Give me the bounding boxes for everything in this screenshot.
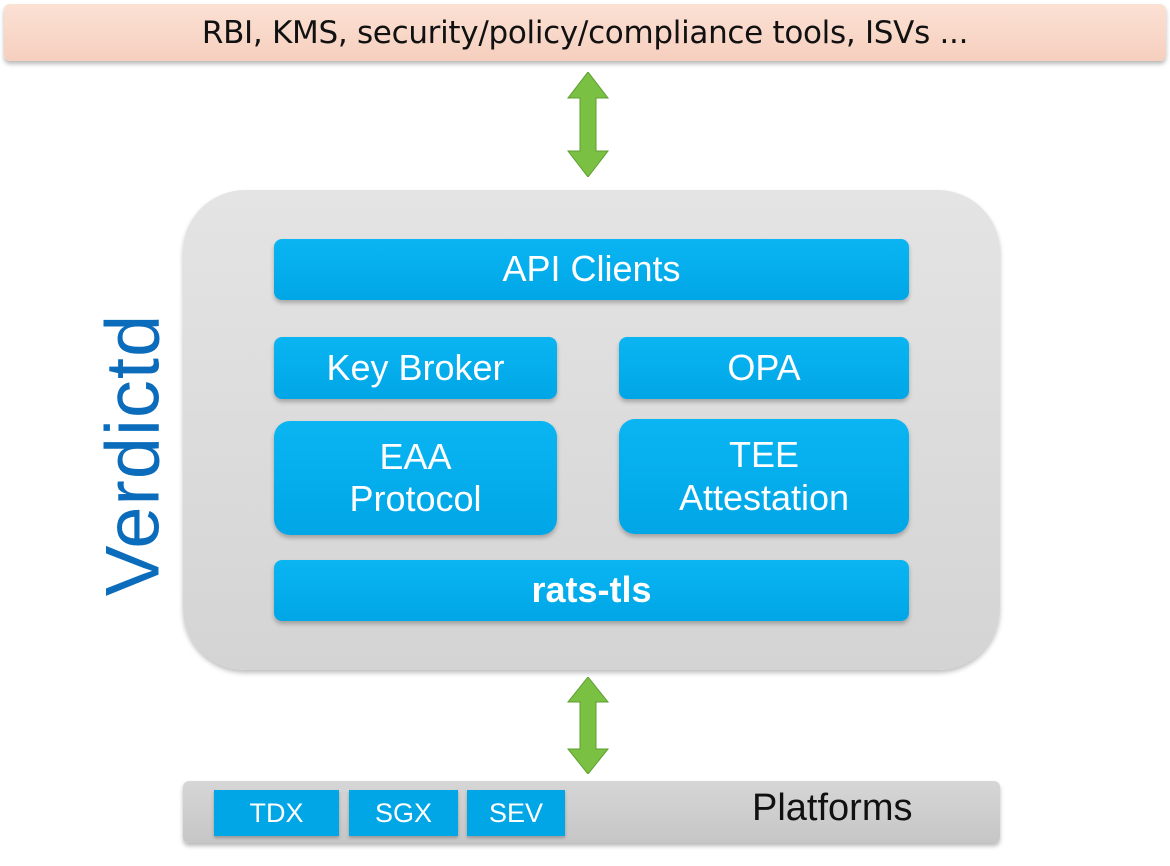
api-clients-box: API Clients [274,239,909,300]
rats-tls-box: rats-tls [274,560,909,621]
tee-attestation-label: TEE Attestation [678,434,850,518]
verdictd-title: Verdictd [90,313,176,597]
platforms-title: Platforms [752,787,913,829]
eaa-protocol-box: EAA Protocol [274,421,557,535]
platform-chip-label: TDX [249,797,304,828]
api-clients-label: API Clients [502,248,681,290]
opa-label: OPA [727,346,801,388]
eaa-protocol-label: EAA Protocol [349,435,482,519]
top-bidirectional-arrow-icon [566,72,610,177]
platform-chip-sgx: SGX [349,790,458,836]
platform-chip-tdx: TDX [214,790,339,836]
opa-box: OPA [619,337,909,399]
platform-chip-sev: SEV [467,790,565,836]
consumers-banner-text: RBI, KMS, security/policy/compliance too… [201,14,969,51]
platform-chip-label: SGX [374,797,433,828]
key-broker-label: Key Broker [326,346,505,388]
tee-attestation-box: TEE Attestation [619,419,909,534]
key-broker-box: Key Broker [274,337,557,399]
platform-chip-label: SEV [488,797,544,828]
consumers-banner: RBI, KMS, security/policy/compliance too… [4,4,1166,61]
bottom-bidirectional-arrow-icon [566,677,610,774]
rats-tls-label: rats-tls [531,569,652,611]
